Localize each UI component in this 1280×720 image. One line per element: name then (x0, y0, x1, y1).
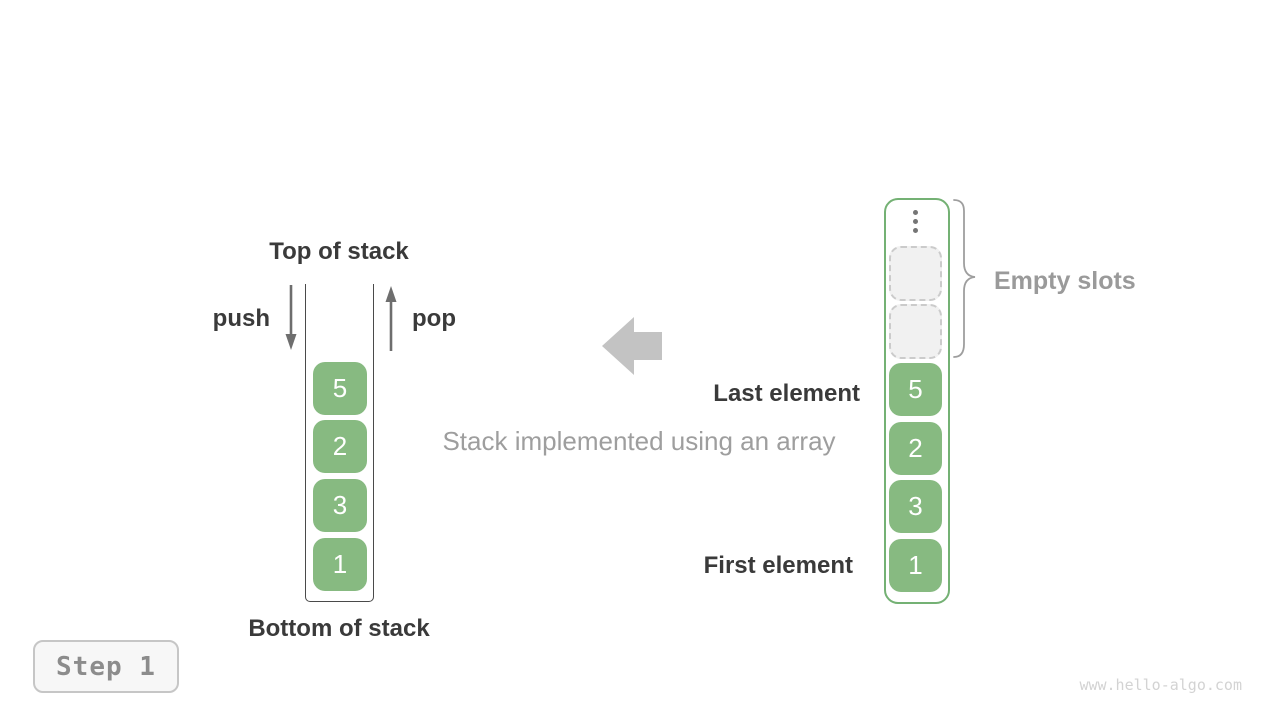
empty-slots-label: Empty slots (994, 267, 1136, 295)
ellipsis-icon (913, 210, 918, 233)
figure-caption: Stack implemented using an array (442, 426, 836, 456)
array-element: 2 (889, 422, 942, 475)
pop-arrow-icon (385, 286, 397, 351)
stack-element: 1 (313, 538, 367, 591)
step-badge: Step 1 (33, 640, 179, 693)
first-element-label: First element (703, 552, 853, 579)
stack-element: 3 (313, 479, 367, 532)
watermark: www.hello-algo.com (1079, 676, 1242, 694)
last-element-label: Last element (713, 380, 860, 407)
push-label: push (212, 305, 270, 332)
array-element: 3 (889, 480, 942, 533)
array-element: 1 (889, 539, 942, 592)
left-arrow-icon (602, 317, 662, 375)
bottom-of-stack-label: Bottom of stack (248, 615, 430, 642)
stack-element: 5 (313, 362, 367, 415)
array-container (884, 198, 950, 604)
stack-element: 2 (313, 420, 367, 473)
push-arrow-icon (285, 285, 297, 350)
pop-label: pop (412, 305, 456, 332)
top-of-stack-label: Top of stack (269, 238, 409, 265)
stack-container (305, 284, 374, 602)
empty-slot (889, 304, 942, 359)
step-badge-label: Step 1 (56, 651, 156, 682)
curly-brace-icon (953, 199, 976, 358)
array-element: 5 (889, 363, 942, 416)
empty-slot (889, 246, 942, 301)
